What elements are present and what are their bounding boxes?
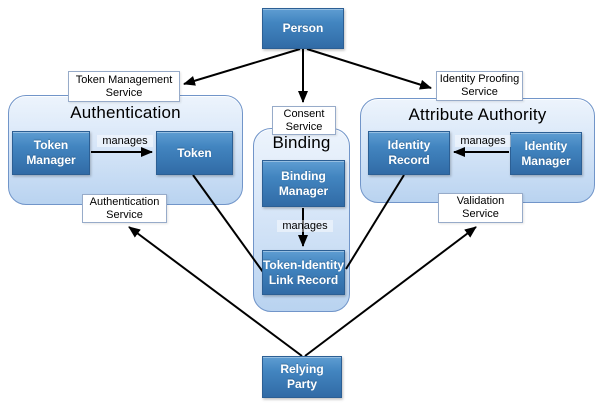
service-identity-proofing: Identity Proofing Service [436,71,523,101]
node-binding-manager: Binding Manager [262,160,345,207]
service-identity-proofing-label: Identity Proofing Service [439,73,520,98]
service-token-management: Token Management Service [68,71,180,102]
edge-relying-party-to-authentication-service [128,226,303,357]
node-identity-manager-label: Identity Manager [521,138,571,168]
node-identity-manager: Identity Manager [510,132,582,175]
service-consent-label: Consent Service [283,107,325,133]
service-authentication-label: Authentication Service [89,195,160,221]
node-binding-manager-label: Binding Manager [278,168,329,198]
edge-label-binding-manager-manages: manages [277,220,333,232]
service-validation-label: Validation Service [456,195,505,220]
node-relying-party: Relying Party [262,356,342,398]
service-authentication: Authentication Service [82,194,167,223]
node-relying-party-label: Relying Party [280,362,324,391]
edge-label-token-manager-manages: manages [97,135,153,147]
edge-identity-record-to-link-record [345,174,405,270]
node-identity-record: Identity Record [368,131,450,175]
edge-relying-party-to-validation-service [304,226,477,357]
node-identity-record-label: Identity Record [387,138,431,167]
edge-person-to-token-management-service [183,48,301,86]
node-token: Token [156,131,233,175]
node-token-manager: Token Manager [12,131,90,175]
node-person: Person [262,8,344,49]
node-token-identity-link-record: Token-Identity Link Record [262,250,345,295]
edge-person-to-identity-proofing-service [306,48,432,90]
service-token-management-label: Token Management Service [75,73,173,99]
edge-token-to-link-record [192,174,264,273]
node-token-identity-link-record-label: Token-Identity Link Record [262,257,345,287]
binding-title: Binding [272,133,331,152]
node-person-label: Person [282,21,324,35]
node-token-label: Token [177,145,212,160]
service-consent: Consent Service [272,106,336,135]
node-token-manager-label: Token Manager [26,138,76,167]
attribute-authority-title: Attribute Authority [408,105,547,124]
service-validation: Validation Service [438,193,523,223]
authentication-title: Authentication [70,103,181,122]
edge-label-identity-manager-manages: manages [455,135,511,147]
